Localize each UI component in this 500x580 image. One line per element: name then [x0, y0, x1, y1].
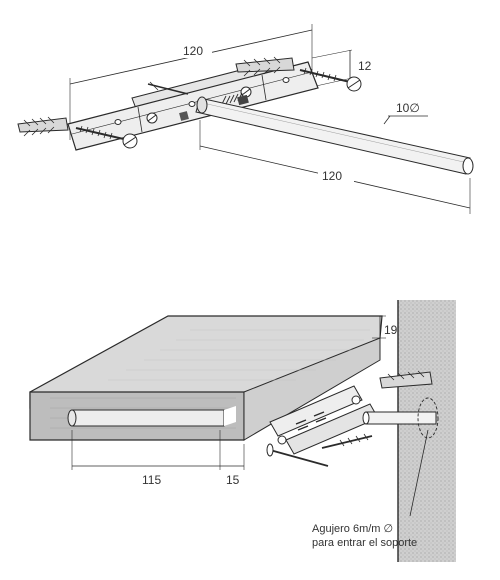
- hole-note-line2: para entrar el soporte: [312, 537, 417, 549]
- bracket-height-dimension: [311, 49, 353, 87]
- bottom-figure: 19: [29, 300, 456, 562]
- bottom-screw-right-icon: [321, 433, 373, 449]
- plate-screw-left: [146, 112, 158, 124]
- right-wall-plug-icon: [235, 56, 295, 77]
- middle-screw-icon: [147, 81, 189, 95]
- shelf-rod: [67, 406, 236, 427]
- right-screw-icon: [299, 67, 362, 92]
- rod-spring: [179, 92, 249, 121]
- rod-diameter-leader: [383, 115, 428, 125]
- rod-insert-dimension: [71, 430, 245, 470]
- shelf-thickness-dimension: [372, 315, 386, 339]
- rod-diameter-label: 10∅: [396, 101, 420, 115]
- shelf-thickness-label: 19: [384, 323, 398, 337]
- rod-gap-label: 15: [226, 473, 240, 487]
- left-wall-plug-icon: [17, 116, 69, 137]
- wall-rod: [362, 411, 437, 425]
- top-figure: 120 12 10∅: [17, 24, 474, 214]
- bottom-screw-left-icon: [266, 443, 329, 467]
- bracket-length-label: 120: [183, 44, 203, 58]
- rod-length-dimension: [199, 120, 471, 214]
- hole-note-leader: [409, 429, 429, 517]
- bracket-height-label: 12: [358, 59, 372, 73]
- plate-screw-right: [240, 86, 252, 98]
- bottom-wall-plug-icon: [379, 370, 433, 389]
- wall-hole: [417, 397, 439, 439]
- support-rod: [195, 96, 474, 175]
- rod-insert-label: 115: [142, 473, 161, 487]
- left-screw-icon: [75, 125, 138, 149]
- wall: [397, 300, 456, 562]
- hole-note-line1: Agujero 6m/m ∅: [312, 523, 393, 535]
- bracket-length-dimension: [69, 24, 313, 140]
- rod-length-label: 120: [322, 169, 342, 183]
- wall-bracket: [269, 385, 379, 455]
